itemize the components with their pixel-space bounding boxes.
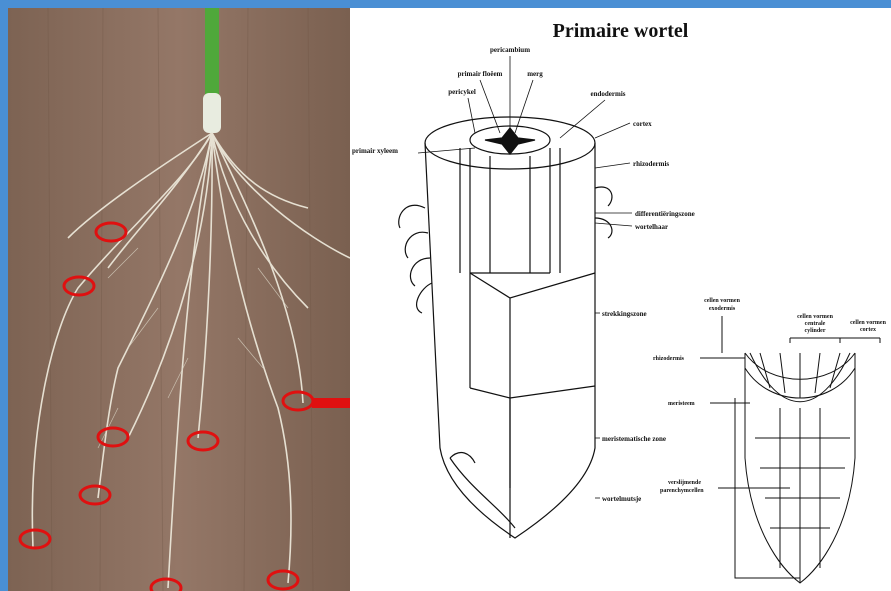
label-wortelhaar: wortelhaar (635, 223, 668, 231)
label-rhizodermis-detail: rhizodermis (653, 356, 685, 362)
label-strekkingszone: strekkingszone (602, 310, 647, 318)
root-tip-detail (700, 316, 880, 583)
label-cellen-centrale-3: cylinder (805, 328, 826, 334)
root-photo-svg (8, 8, 350, 591)
label-cellen-exodermis-2: exodermis (709, 306, 736, 312)
label-verslijmende-1: verslijmende (668, 480, 701, 486)
diagram-svg: pericambium primair floëem merg pericyke… (350, 8, 891, 591)
label-cellen-centrale-2: centrale (805, 321, 826, 327)
label-primair-xyleem: primair xyleem (352, 147, 398, 155)
label-endodermis: endodermis (591, 90, 626, 98)
label-verslijmende-2: parenchymcellen (660, 488, 704, 494)
label-meristematische-zone: meristematische zone (602, 435, 666, 443)
label-meristeem: meristeem (668, 401, 695, 407)
label-primair-floeem: primair floëem (458, 70, 503, 78)
diagram-title: Primaire wortel (350, 20, 891, 43)
root-diagram: Primaire wortel (350, 8, 891, 591)
stem-base (203, 93, 221, 133)
label-merg: merg (527, 70, 543, 78)
label-pericykel: pericykel (448, 88, 476, 96)
label-pericambium: pericambium (490, 46, 530, 54)
root-photo (8, 8, 350, 591)
label-wortelmutsje: wortelmutsje (602, 495, 641, 503)
label-differentieringszone: differentiëringszone (635, 210, 695, 218)
label-cellen-cortex-2: cortex (860, 327, 876, 333)
label-cortex: cortex (633, 120, 652, 128)
label-cellen-centrale-1: cellen vormen (797, 314, 833, 320)
label-rhizodermis: rhizodermis (633, 160, 669, 168)
root-longitudinal-section (399, 117, 612, 538)
label-cellen-exodermis-1: cellen vormen (704, 298, 740, 304)
label-cellen-cortex-1: cellen vormen (850, 320, 886, 326)
